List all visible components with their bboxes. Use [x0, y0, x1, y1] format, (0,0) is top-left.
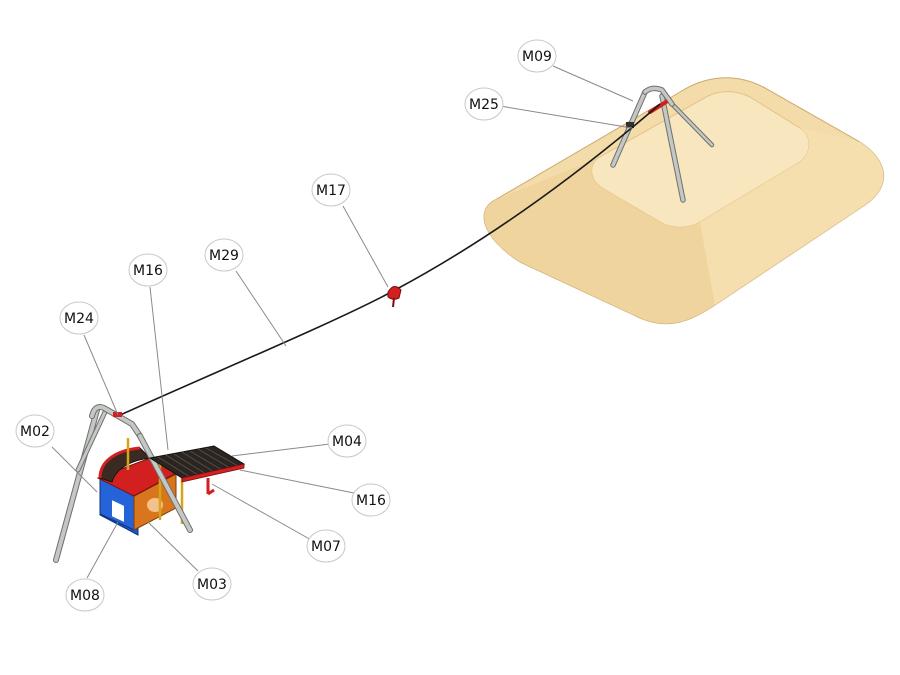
callout-m16a-text: M16 — [133, 263, 163, 279]
callout-m07: M07 — [306, 529, 346, 563]
sand-pad-bevel-left — [484, 158, 715, 324]
deck-railing-top — [98, 446, 141, 479]
leader-m24 — [83, 334, 119, 416]
callout-m16b-text: M16 — [356, 493, 386, 509]
callout-m29-text: M29 — [209, 248, 239, 264]
end-frame-top-bar — [643, 86, 674, 106]
ramp-red-edge — [181, 463, 245, 483]
ramp-slats — [157, 447, 239, 478]
end-bracket — [626, 122, 634, 128]
leader-m16a — [149, 286, 169, 451]
callout-m09-text: M09 — [522, 49, 552, 65]
ramp-support — [207, 488, 215, 496]
callout-m25-text: M25 — [469, 97, 499, 113]
leader-m03 — [147, 521, 199, 572]
callout-m16b: M16 — [351, 483, 391, 517]
leader-m09 — [552, 65, 634, 102]
callout-m17: M17 — [311, 173, 351, 207]
start-frame-leg — [54, 408, 99, 562]
leader-m16b — [239, 469, 355, 494]
leader-m07 — [211, 483, 314, 542]
callout-m08-text: M08 — [70, 588, 100, 604]
callout-m07-text: M07 — [311, 539, 341, 555]
leader-m04 — [231, 443, 331, 457]
start-frame-leg — [138, 434, 192, 532]
callout-m03: M03 — [192, 567, 232, 601]
callout-m04: M04 — [327, 424, 367, 458]
leader-m17 — [342, 205, 389, 288]
callout-m02-text: M02 — [20, 424, 50, 440]
callout-m25: M25 — [464, 87, 504, 121]
start-frame-top-bar — [90, 405, 142, 438]
callout-m08: M08 — [65, 578, 105, 612]
callout-m09: M09 — [517, 39, 557, 73]
leader-m25 — [499, 105, 633, 129]
sand-pad-bevel-right — [700, 128, 884, 305]
start-platform — [53, 404, 246, 563]
leader-lines — [51, 65, 634, 579]
leader-m08 — [86, 521, 119, 579]
end-frame-leg — [611, 90, 647, 167]
callout-m02: M02 — [15, 414, 55, 448]
end-frame-leg — [660, 94, 685, 202]
callout-m24: M24 — [59, 301, 99, 335]
callout-m24-text: M24 — [64, 311, 94, 327]
callout-m03-text: M03 — [197, 577, 227, 593]
callout-m29: M29 — [204, 238, 244, 272]
leader-m29 — [235, 270, 287, 347]
callout-m04-text: M04 — [332, 434, 362, 450]
leader-m02 — [51, 446, 98, 493]
callout-m17-text: M17 — [316, 183, 346, 199]
trolley-handle — [387, 286, 402, 308]
end-frame-leg — [670, 102, 714, 147]
tower-blue-window — [112, 500, 124, 522]
callout-m16a: M16 — [128, 253, 168, 287]
end-a-frame — [610, 85, 715, 203]
start-frame-leg — [76, 410, 107, 472]
